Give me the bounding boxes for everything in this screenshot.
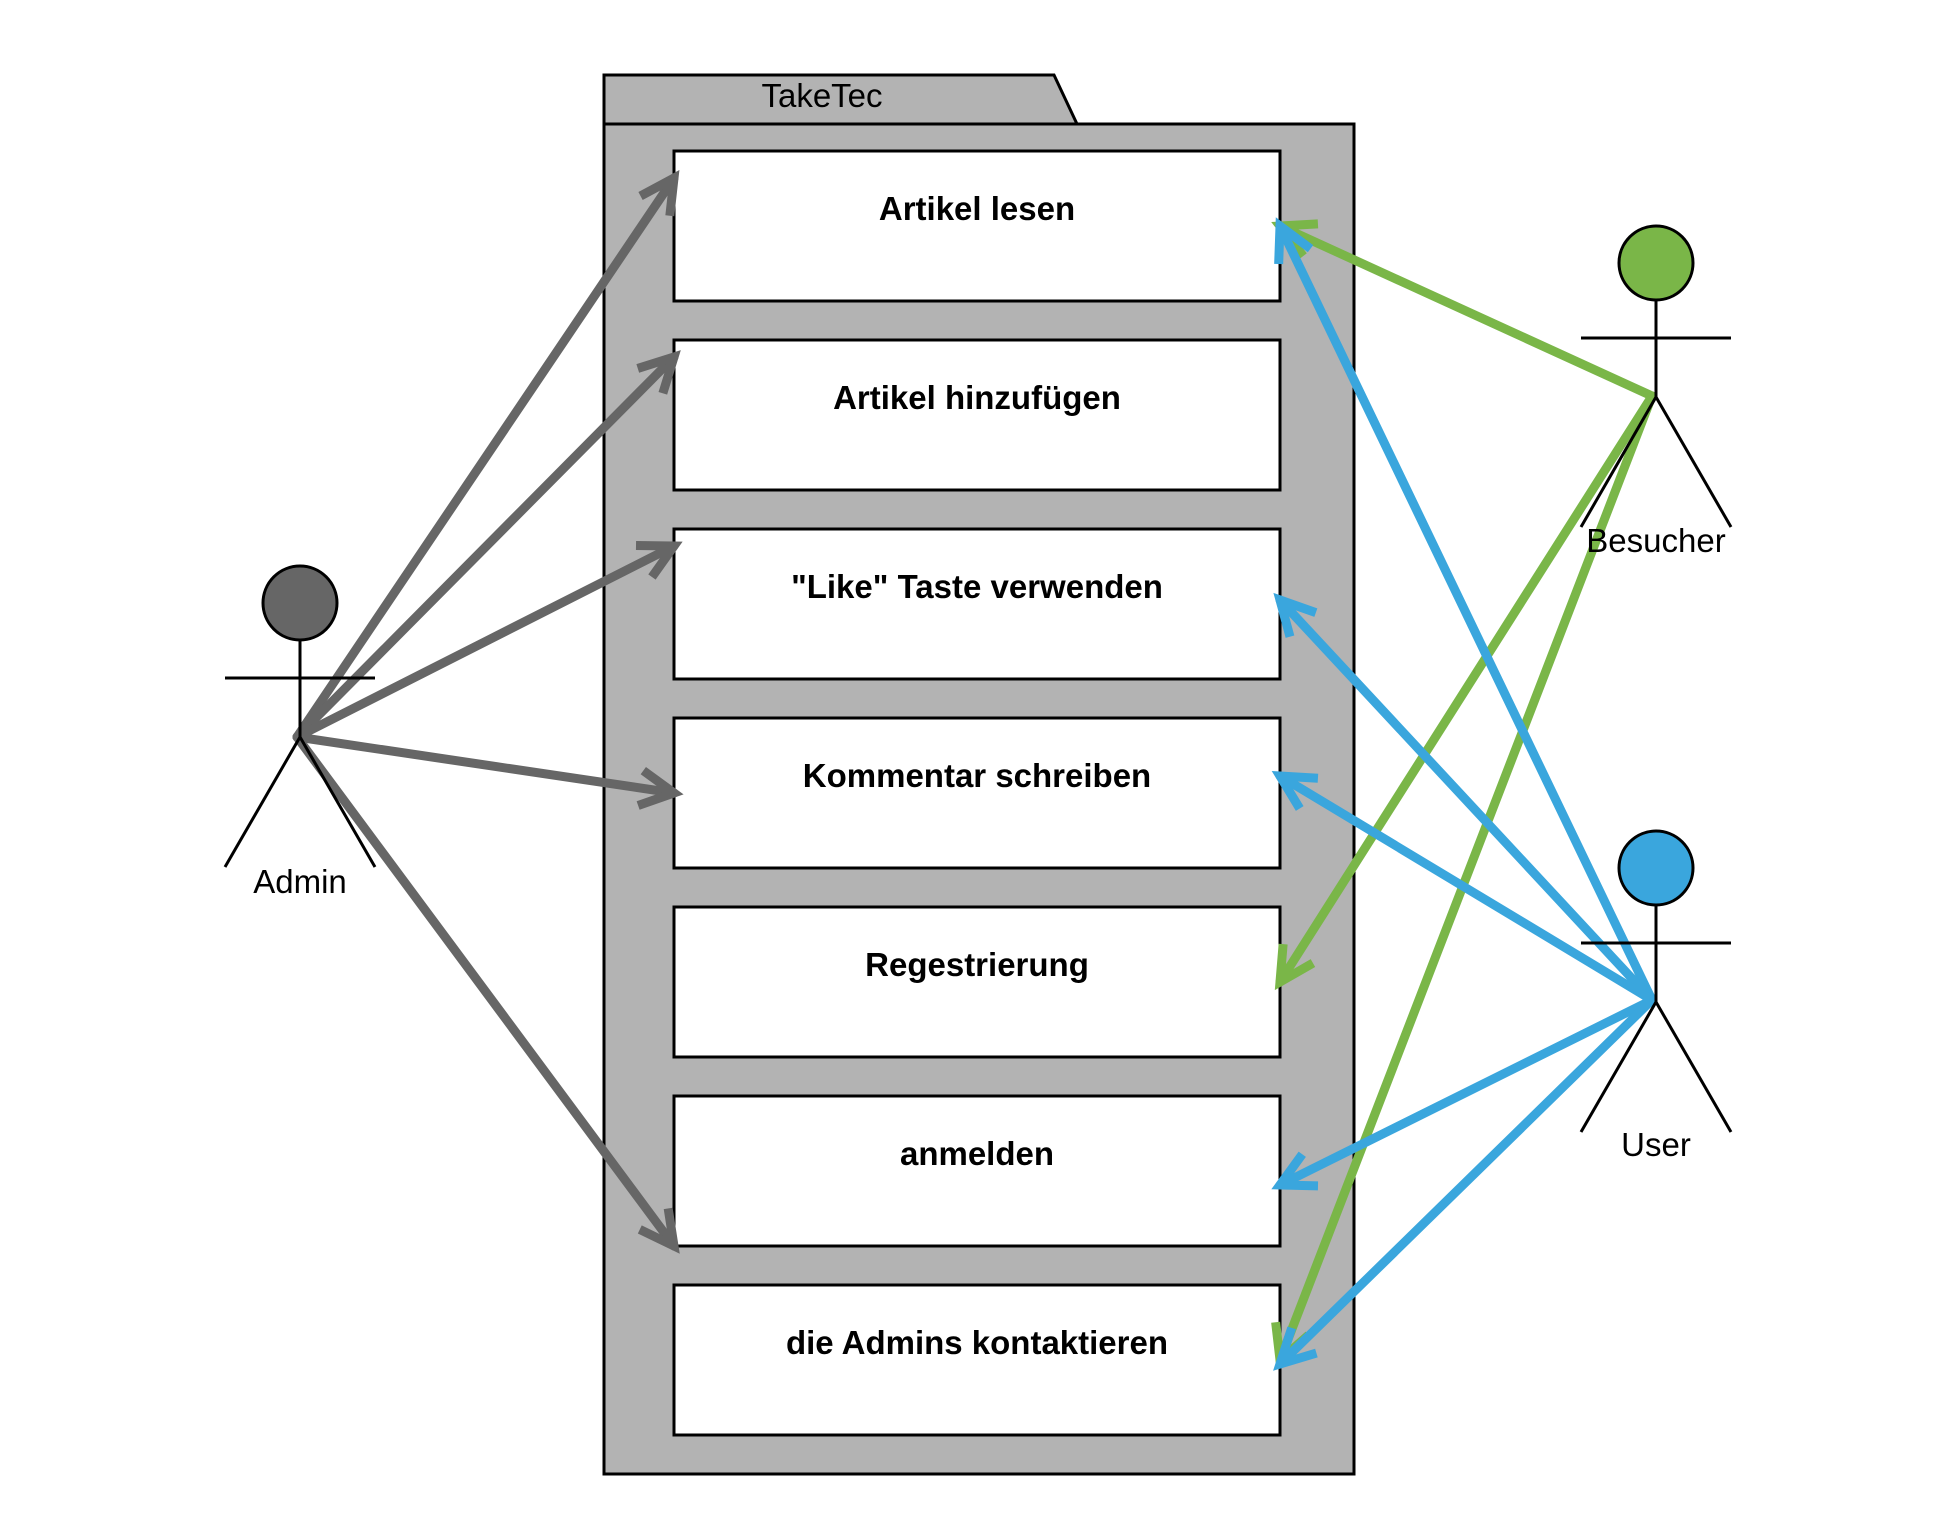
arrowhead bbox=[1273, 592, 1318, 638]
association-line bbox=[1275, 995, 1657, 1190]
use-case-label: Artikel hinzufügen bbox=[833, 379, 1121, 416]
association-besucher-uc5 bbox=[1274, 391, 1657, 991]
association-line bbox=[1275, 391, 1657, 987]
use-case-box bbox=[672, 905, 1282, 1059]
association-line bbox=[292, 173, 679, 742]
use-case-label: Kommentar schreiben bbox=[803, 757, 1151, 794]
use-case-uc6: anmelden bbox=[672, 1094, 1282, 1248]
association-line bbox=[292, 541, 679, 742]
use-case-uc1: Artikel lesen bbox=[672, 149, 1282, 303]
actor-left-leg bbox=[223, 736, 302, 868]
use-case-uc3: "Like" Taste verwenden bbox=[672, 527, 1282, 681]
use-case-box bbox=[672, 1283, 1282, 1437]
arrowhead bbox=[636, 350, 681, 395]
actor-besucher: Besucher bbox=[1579, 224, 1733, 559]
association-admin-uc3 bbox=[292, 540, 683, 742]
actor-label: Admin bbox=[253, 863, 347, 900]
actor-left-leg bbox=[1579, 396, 1658, 528]
association-line bbox=[1275, 995, 1657, 1369]
use-case-box bbox=[672, 1094, 1282, 1248]
association-admin-uc1 bbox=[292, 169, 680, 742]
use-case-label: anmelden bbox=[900, 1135, 1054, 1172]
actor-head-icon bbox=[261, 564, 339, 642]
arrowhead bbox=[1271, 1151, 1319, 1191]
arrowhead bbox=[638, 169, 680, 217]
use-case-uc4: Kommentar schreiben bbox=[672, 716, 1282, 870]
actor-head-icon bbox=[1617, 224, 1695, 302]
actor-right-leg bbox=[1654, 1001, 1733, 1133]
use-case-uc2: Artikel hinzufügen bbox=[672, 338, 1282, 492]
arrowhead bbox=[1274, 943, 1316, 991]
actor-right-leg bbox=[1654, 396, 1733, 528]
association-line bbox=[1275, 595, 1657, 1005]
use-case-uc7: die Admins kontaktieren bbox=[672, 1283, 1282, 1437]
association-line bbox=[1275, 221, 1657, 1005]
use-case-label: Artikel lesen bbox=[879, 190, 1075, 227]
use-case-box bbox=[672, 338, 1282, 492]
association-list bbox=[292, 169, 1657, 1371]
association-user-uc3 bbox=[1273, 592, 1657, 1005]
actor-right-leg bbox=[298, 736, 377, 868]
arrowhead bbox=[1271, 771, 1319, 811]
arrowhead bbox=[1273, 1326, 1318, 1371]
package-title: TakeTec bbox=[761, 77, 882, 114]
association-line bbox=[292, 352, 679, 742]
association-user-uc4 bbox=[1271, 771, 1657, 1005]
association-user-uc1 bbox=[1274, 217, 1657, 1005]
actor-admin: Admin bbox=[223, 564, 377, 900]
use-case-uc5: Regestrierung bbox=[672, 905, 1282, 1059]
use-case-box bbox=[672, 527, 1282, 681]
actor-user: User bbox=[1579, 829, 1733, 1163]
association-line bbox=[1275, 391, 1657, 1365]
arrowhead bbox=[635, 540, 683, 580]
actor-left-leg bbox=[1579, 1001, 1658, 1133]
association-user-uc7 bbox=[1273, 995, 1657, 1371]
association-line bbox=[292, 732, 679, 1251]
use-case-label: "Like" Taste verwenden bbox=[791, 568, 1163, 605]
actor-label: Besucher bbox=[1586, 522, 1725, 559]
actor-label: User bbox=[1621, 1126, 1691, 1163]
association-admin-uc2 bbox=[292, 350, 681, 742]
association-line bbox=[1275, 771, 1657, 1005]
arrowhead bbox=[636, 766, 684, 810]
association-admin-uc6 bbox=[292, 732, 680, 1254]
association-admin-uc4 bbox=[292, 732, 684, 810]
association-line bbox=[292, 732, 679, 798]
actor-head-icon bbox=[1617, 829, 1695, 907]
use-case-label: die Admins kontaktieren bbox=[786, 1324, 1168, 1361]
association-line bbox=[1275, 221, 1657, 401]
arrowhead bbox=[1274, 217, 1314, 265]
arrowhead bbox=[637, 1207, 680, 1254]
use-case-label: Regestrierung bbox=[865, 946, 1089, 983]
association-user-uc6 bbox=[1271, 995, 1657, 1191]
